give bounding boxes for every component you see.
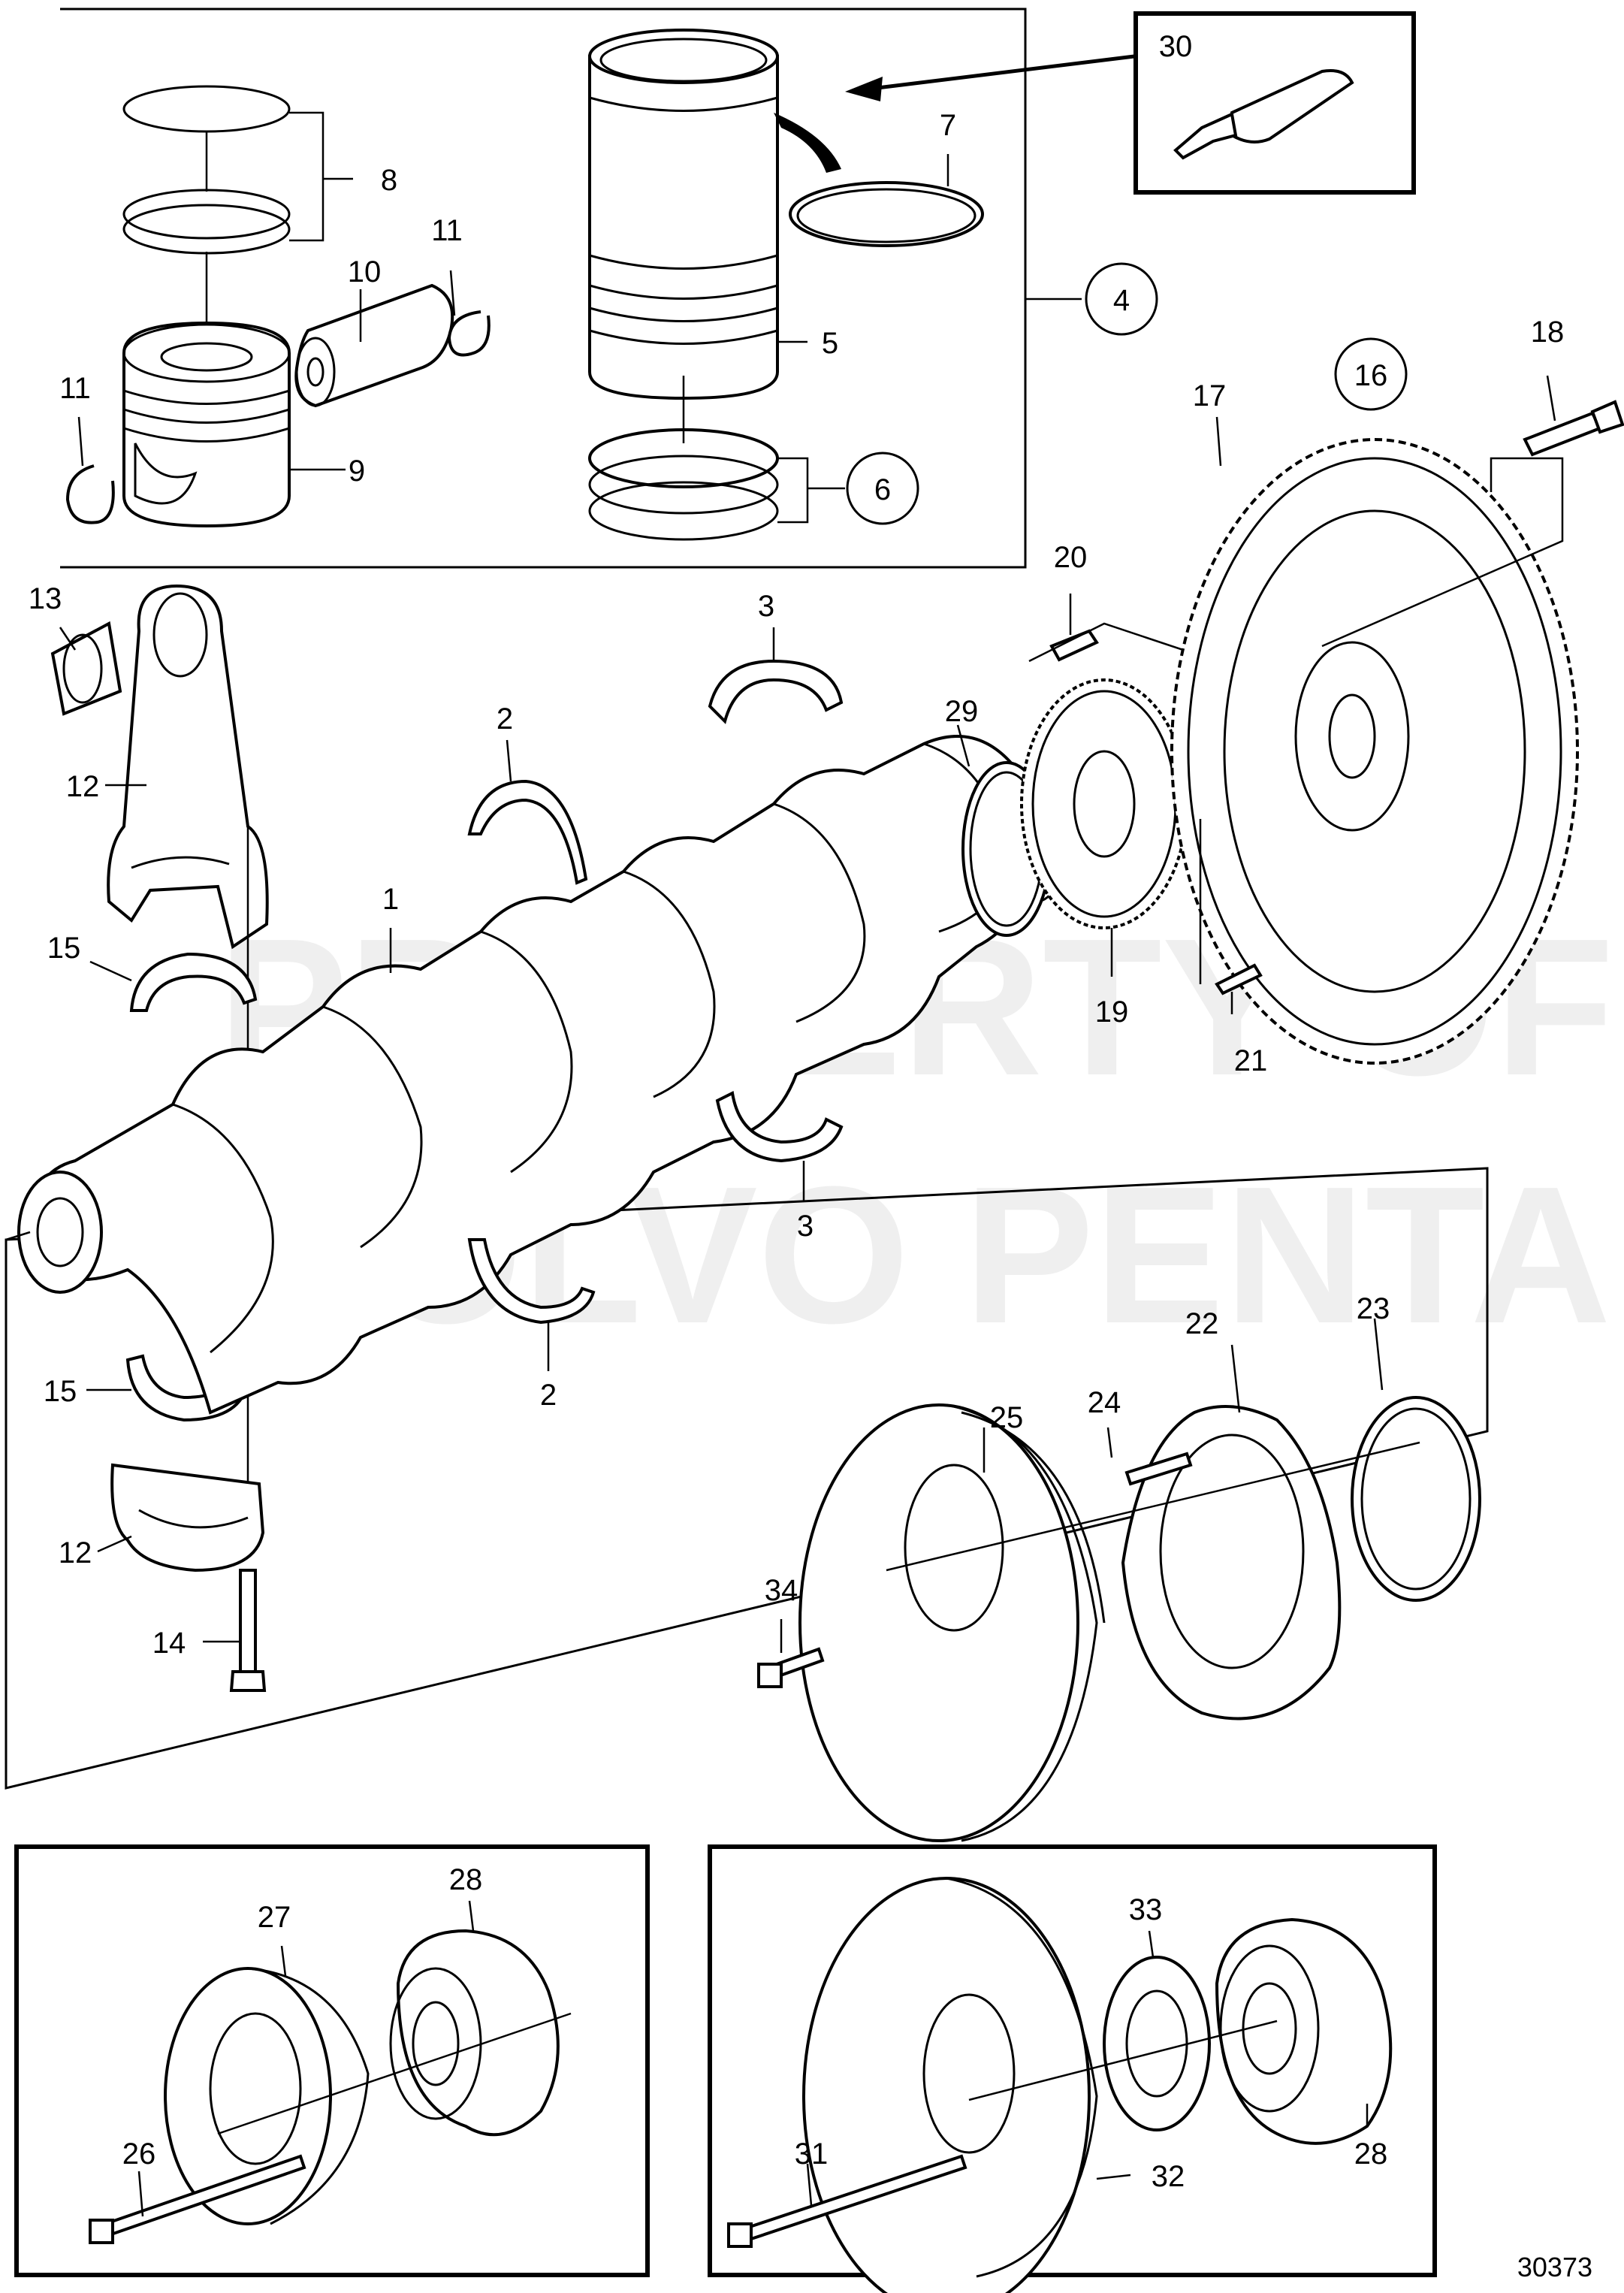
callout-32: 32	[1152, 2160, 1185, 2193]
flywheel-bolt	[1321, 375, 1624, 648]
piston-ring-middle	[122, 189, 291, 240]
con-rod-cap	[97, 1463, 265, 1572]
callout-18: 18	[1531, 316, 1565, 349]
callouts: 1 2 2 3 3 5 7 8 9 10 11 11 12 12 13 14 1…	[29, 30, 1565, 2193]
con-rod-bolt	[203, 1569, 267, 1692]
callout-5: 5	[822, 327, 838, 360]
callout-25: 25	[990, 1401, 1024, 1434]
con-rod-bearing-upper	[89, 952, 258, 1012]
callout-circled-16: 16	[1354, 359, 1388, 392]
thrust-washer-lower	[467, 1238, 596, 1371]
callout-15-upper: 15	[47, 932, 81, 965]
callout-2-lower: 2	[540, 1379, 557, 1412]
sealant-box	[1133, 11, 1416, 195]
crankshaft-flange	[17, 1171, 103, 1294]
piston-pin	[294, 283, 454, 408]
callout-10: 10	[348, 255, 382, 289]
thrust-washer-upper	[467, 739, 588, 885]
piston	[122, 321, 346, 528]
callout-34: 34	[765, 1574, 798, 1607]
callout-13: 13	[29, 582, 62, 615]
callout-23: 23	[1357, 1292, 1390, 1325]
callout-2-upper: 2	[497, 702, 513, 736]
connecting-rod	[105, 584, 269, 1555]
option-right-parts	[727, 1877, 1393, 2293]
circlips	[65, 270, 491, 524]
front-oil-seal	[1351, 1318, 1481, 1602]
callout-30: 30	[1159, 30, 1193, 63]
frames	[5, 8, 1489, 2277]
callout-8: 8	[381, 164, 397, 197]
crankshaft-pulley	[798, 1403, 1420, 1842]
callout-27: 27	[258, 1901, 291, 1934]
callout-22: 22	[1185, 1307, 1219, 1340]
callout-9: 9	[349, 455, 365, 488]
callout-28-right: 28	[1354, 2137, 1388, 2171]
callout-14: 14	[152, 1627, 186, 1660]
callout-3-upper: 3	[758, 590, 774, 623]
main-bearing-upper	[708, 627, 844, 724]
circled-callouts: 4 6 16	[846, 262, 1408, 525]
pulley-bolt	[757, 1619, 825, 1688]
callout-circled-6: 6	[874, 473, 891, 506]
document-number: 30373	[1517, 2252, 1592, 2282]
callout-31: 31	[795, 2137, 829, 2171]
callout-24: 24	[1088, 1386, 1121, 1419]
cylinder-liner	[588, 29, 807, 400]
sealant-tube	[1173, 69, 1354, 160]
gear-bolt	[1199, 819, 1263, 1014]
piston-group-frame	[60, 8, 1027, 569]
callout-26: 26	[122, 2137, 156, 2171]
crankshaft-gear	[1020, 678, 1188, 977]
callout-17: 17	[1193, 379, 1227, 412]
callout-15-lower: 15	[44, 1375, 77, 1408]
con-rod-bushing	[50, 621, 122, 716]
callout-1: 1	[382, 883, 399, 916]
callout-19: 19	[1095, 995, 1129, 1029]
cover-bolt	[1106, 1427, 1193, 1486]
callout-28-left: 28	[449, 1863, 483, 1896]
pulley-option-box-right	[708, 1844, 1437, 2277]
option-left-parts	[89, 1900, 572, 2244]
front-cover-frame	[5, 1167, 1489, 1790]
callout-20: 20	[1054, 541, 1088, 574]
o-rings	[588, 376, 845, 541]
piston-rings	[122, 85, 353, 327]
sealant-arrow	[845, 54, 1135, 101]
callout-29: 29	[945, 695, 979, 728]
piston-ring-middle-lower	[122, 204, 291, 255]
callout-11-right: 11	[431, 214, 463, 247]
callout-3-lower: 3	[797, 1210, 814, 1243]
flywheel	[1170, 416, 1579, 1065]
piston-ring-top	[122, 85, 291, 133]
callout-12-lower: 12	[59, 1536, 92, 1569]
liner-seal-ring	[774, 113, 984, 247]
callout-7: 7	[940, 109, 956, 142]
main-bearing-lower	[715, 1091, 844, 1202]
pulley-option-box-left	[14, 1844, 650, 2277]
callout-21: 21	[1234, 1044, 1268, 1077]
front-cover	[1121, 1344, 1342, 1721]
callout-33: 33	[1129, 1893, 1163, 1926]
callout-12-upper: 12	[66, 770, 100, 803]
callout-11-left: 11	[59, 372, 91, 405]
callout-circled-4: 4	[1113, 284, 1130, 317]
